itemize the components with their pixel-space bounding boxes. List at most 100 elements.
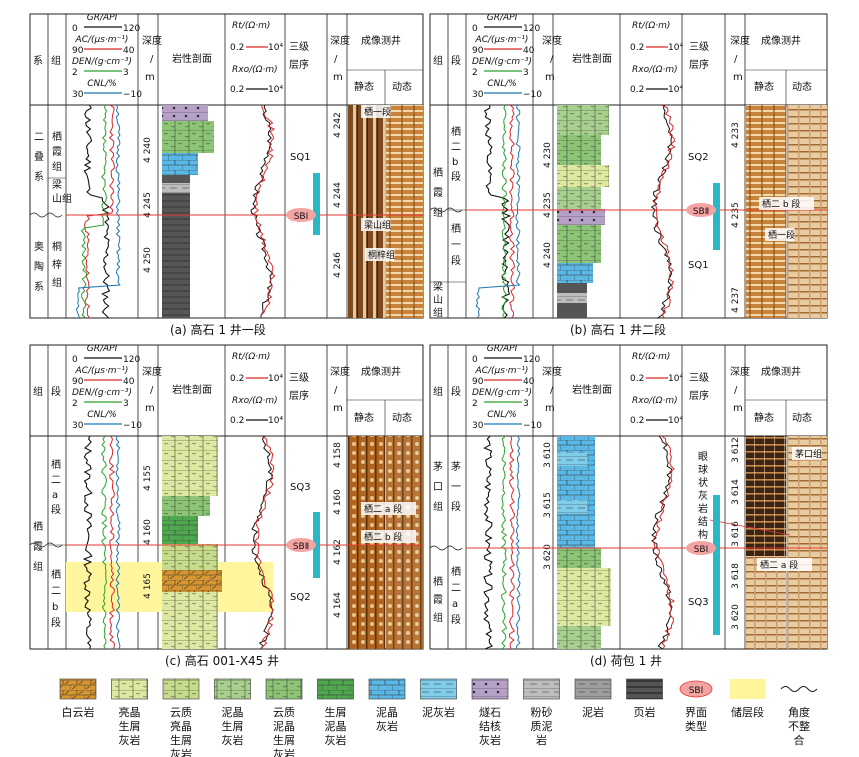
legend-label: 合 [794,733,805,747]
curve-name: AC/(μs·m⁻¹) [475,366,529,376]
depth-tick-label: 4 160 [333,489,343,515]
scale-max: 3 [523,68,529,78]
member-char: 段 [51,616,61,629]
group-char: 栖 [433,575,443,588]
member-char: 栖 [51,458,61,471]
log-curve [82,435,93,650]
depth-header: 深度 [330,365,350,378]
scale-max: 120 [123,355,140,365]
sequence-label: SQ2 [290,592,311,603]
img-label-bg [361,218,391,231]
rt-header: Rt/(Ω·m) [632,21,670,31]
rxo-scale-min: 0.2 [230,416,244,426]
lith-header: 岩性剖面 [572,52,612,65]
member-char: 一 [451,240,461,251]
member-char: 栖 [451,222,461,235]
curve-name: GR/API [487,13,518,23]
legend-label: 灰岩 [170,747,192,757]
rxo-scale-min: 0.2 [230,85,244,95]
img-label-bg [792,447,822,460]
group-char: 组 [52,276,62,289]
scale-min: 2 [72,399,78,409]
legend-label: 质泥 [531,720,553,733]
log-curve [80,104,107,319]
rxo-header: Rxo/(Ω·m) [232,65,278,75]
boundary-badge [686,541,716,555]
member-char: 栖 [51,568,61,581]
member-char: b [452,157,458,168]
log-curve [108,435,116,650]
seq-header: 层序 [289,389,309,402]
depth-tick-label: 3 620 [731,604,741,630]
legend-label: 泥晶 [325,720,347,733]
member-char: 二 [51,586,61,597]
seq-header: 三级 [289,41,309,53]
static-header: 静态 [754,80,774,93]
seq-header: 层序 [689,58,709,71]
rt-header: Rt/(Ω·m) [232,352,270,362]
unconformity-mark [429,207,463,213]
depth-tick-label: 4 162 [333,539,343,565]
img-label: 桐梓组 [368,249,395,261]
img-header: 成像测井 [761,34,801,47]
scale-max: −10 [523,421,542,431]
col-group-label: 组 [51,54,61,67]
depth-tick-label: 3 615 [543,492,553,518]
depth-tick-label: 3 618 [731,563,741,589]
member-char: 二 [451,142,461,153]
col-group-label: 组 [433,385,443,398]
annotation-pointer [709,519,791,536]
member-char: 二 [451,583,461,594]
log-curves [75,104,676,650]
scale-min: 0 [72,355,78,365]
scale-max: 3 [123,399,129,409]
depth-tick-label: 4 250 [143,247,153,273]
rt-header: Rt/(Ω·m) [632,352,670,362]
scale-min: 30 [472,421,484,431]
group-char: 梓 [52,258,62,271]
depth-header: m [733,403,743,414]
group-char: 山 [433,294,443,306]
col-member-label: 段 [451,385,461,398]
legend-label: 白云岩 [62,705,95,719]
system-tract-bar [313,512,320,578]
depth-tick-label: 4 164 [333,592,343,618]
member-char: b [52,602,58,613]
rt-scale-min: 0.2 [630,374,644,384]
system-char: 系 [34,171,44,183]
legend-label: 泥岩 [582,705,604,719]
boundary-badge [286,538,316,552]
system-tract-bar [713,495,720,635]
depth-header: / [550,54,554,65]
depth-header: / [334,385,338,396]
seq-header: 三级 [689,372,709,384]
boundary-label: SBⅡ [293,542,309,552]
scale-min: 30 [472,90,484,100]
group-char: 桐 [52,240,62,253]
curve-name: DEN/(g·cm⁻³) [472,57,532,67]
curve-name: GR/API [487,344,518,354]
depth-header: m [333,403,343,414]
group-char: 组 [52,160,62,173]
panel-c-lithology [162,436,222,649]
legend-label: 生屑 [119,719,141,733]
rxo-scale-min: 0.2 [630,416,644,426]
depth-header: 深度 [730,34,750,47]
scale-max: 40 [523,46,535,56]
log-curve [253,104,276,318]
legend-label: 灰岩 [222,733,244,747]
col-group-label: 组 [433,54,443,67]
scale-min: 2 [72,68,78,78]
legend-label: 角度 [788,705,810,719]
seq-header: 三级 [689,41,709,53]
rxo-scale-max: 10⁴ [268,85,283,95]
scale-max: −10 [123,421,142,431]
